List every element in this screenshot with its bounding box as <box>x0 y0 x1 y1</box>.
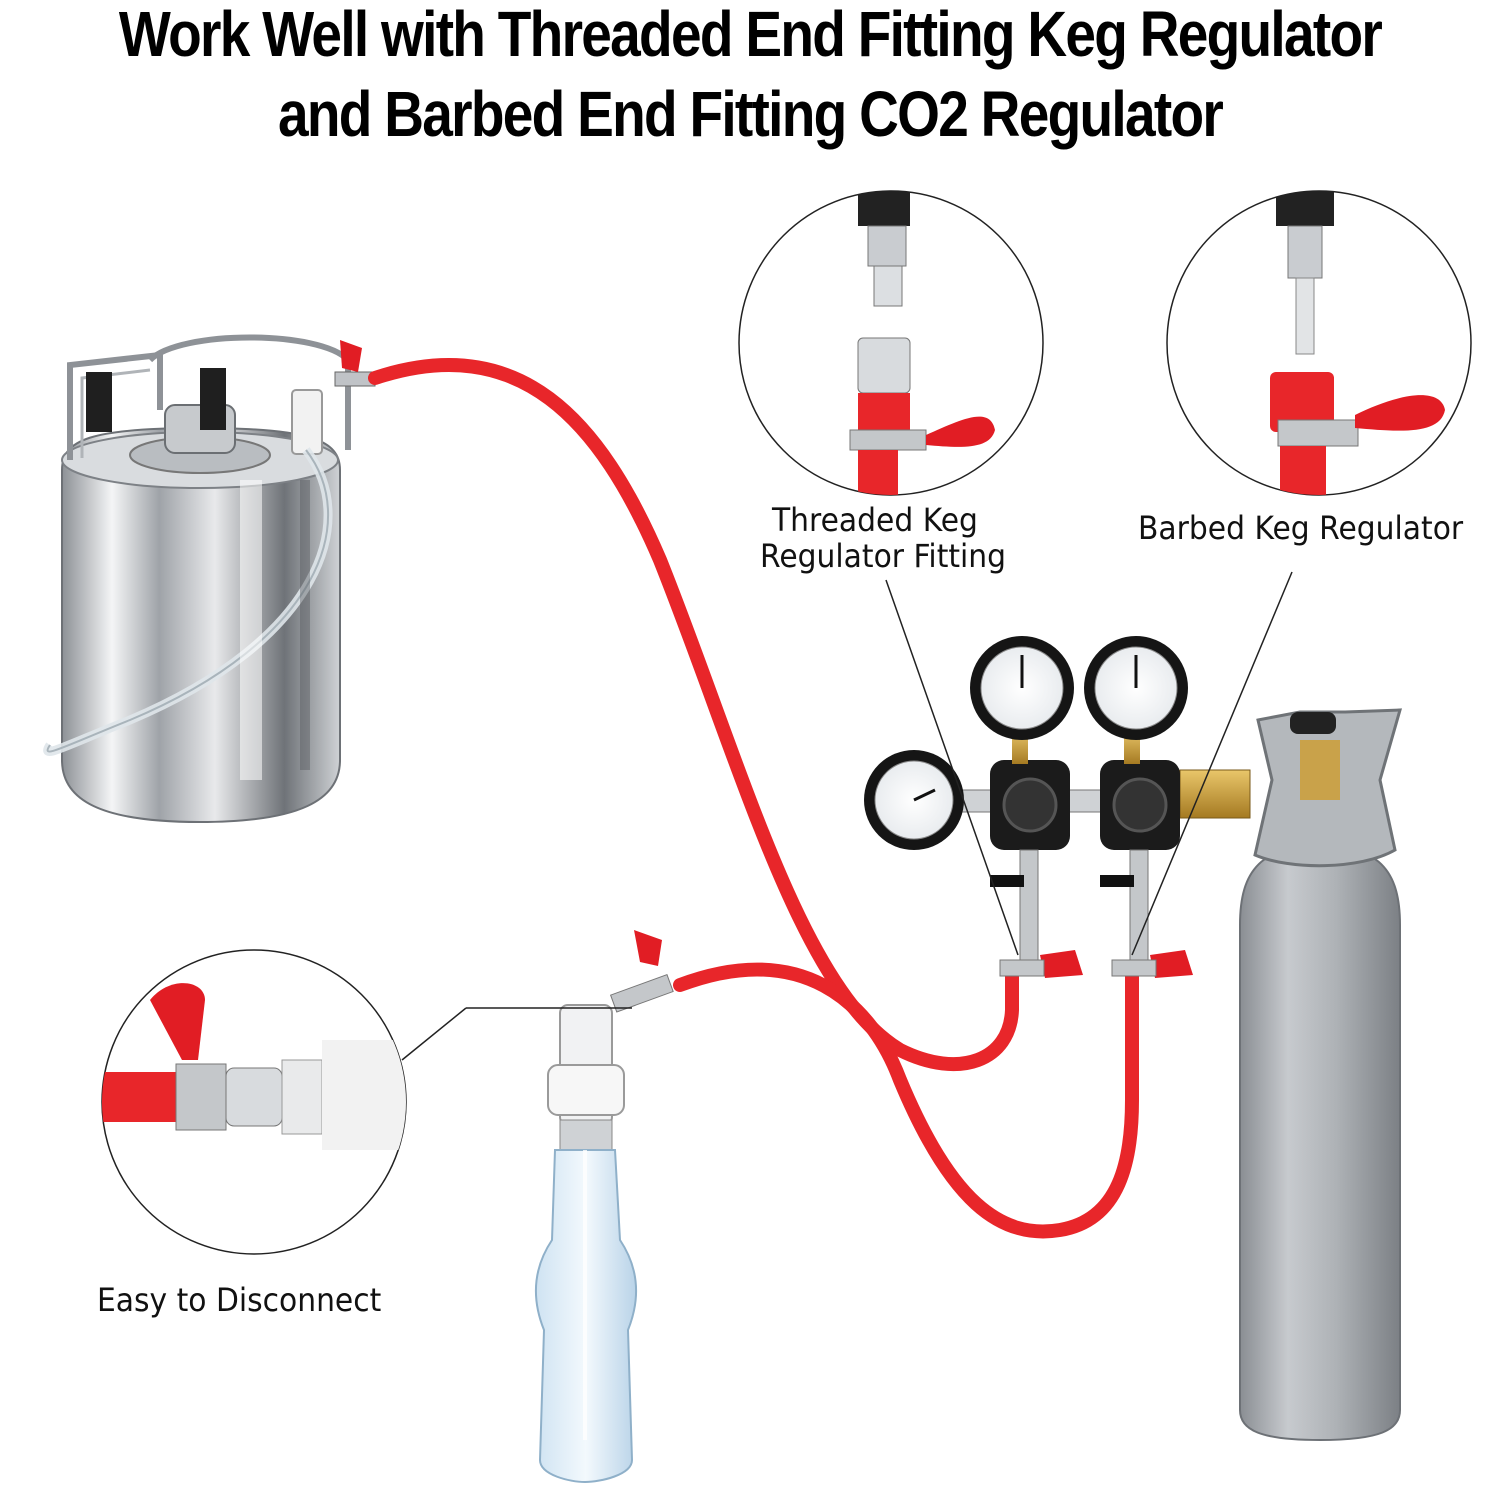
co2-cylinder-icon <box>1239 708 1403 1442</box>
threaded-leader-line <box>885 579 1019 956</box>
shutoff-valve-icon <box>334 340 376 387</box>
pressure-gauge-icon <box>864 636 1251 978</box>
gas-hose-bottle <box>673 962 1139 1239</box>
disconnect-leader-line <box>401 1007 467 1061</box>
barbed-label: Barbed Keg Regulator <box>1138 509 1464 547</box>
threaded-label-line-1: Threaded Keg <box>772 501 978 539</box>
gas-hose-keg <box>368 357 1019 1071</box>
keg-icon <box>43 334 351 824</box>
ball-lock-disconnect-icon <box>547 930 674 1151</box>
bottle-icon <box>534 1149 638 1484</box>
disconnect-label: Easy to Disconnect <box>97 1281 382 1319</box>
disconnect-zoom <box>101 949 407 1255</box>
barbed-fitting-zoom <box>1166 190 1472 496</box>
headline-line-2: and Barbed End Fitting CO2 Regulator <box>277 78 1224 150</box>
threaded-label-line-2: Regulator Fitting <box>760 537 1007 575</box>
threaded-fitting-zoom <box>738 190 1044 496</box>
barbed-leader-line <box>1131 571 1293 956</box>
headline-line-1: Work Well with Threaded End Fitting Keg … <box>118 0 1383 70</box>
